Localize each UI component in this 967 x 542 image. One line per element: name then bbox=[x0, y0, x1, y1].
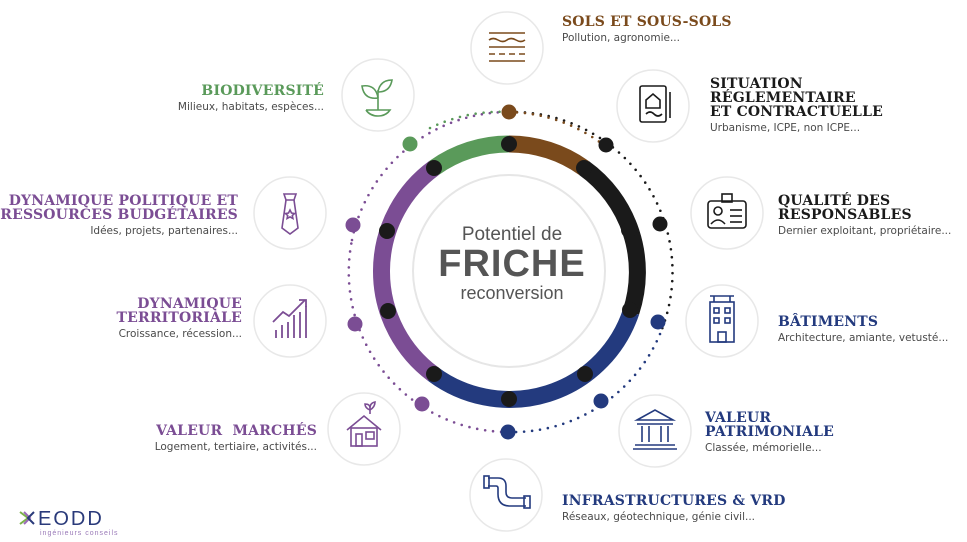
situation-title-3: ET CONTRACTUELLE bbox=[710, 104, 884, 120]
center-line2: FRICHE bbox=[438, 243, 586, 285]
tie-icon bbox=[281, 193, 299, 235]
batiments-subtitle: Architecture, amiante, vetusté... bbox=[778, 332, 949, 344]
logo-tagline: ingénieurs conseils bbox=[40, 530, 119, 537]
inner-ring-nodes bbox=[379, 136, 638, 407]
pipe-icon bbox=[483, 475, 531, 509]
politique-title-1: DYNAMIQUE POLITIQUE ET bbox=[8, 193, 238, 209]
growth-chart-icon bbox=[272, 299, 307, 338]
territoriale-subtitle: Croissance, récession... bbox=[118, 328, 242, 340]
infrastructures-title: INFRASTRUCTURES & VRD bbox=[562, 493, 786, 509]
center-line1: Potentiel de bbox=[461, 224, 563, 245]
center-title: Potentiel de FRICHE reconversion bbox=[420, 224, 604, 304]
qualite-subtitle: Dernier exploitant, propriétaire... bbox=[778, 225, 952, 237]
center-disc bbox=[412, 174, 606, 368]
label-infrastructures: INFRASTRUCTURES & VRD Réseaux, géotechni… bbox=[562, 494, 786, 523]
territoriale-title-1: DYNAMIQUE bbox=[137, 296, 242, 312]
sprout-icon bbox=[361, 79, 393, 117]
label-qualite: QUALITÉ DES RESPONSABLES Dernier exploit… bbox=[778, 194, 951, 237]
soil-layers-icon bbox=[488, 32, 526, 62]
id-badge-icon bbox=[707, 193, 747, 229]
label-politique: DYNAMIQUE POLITIQUE ET RESSOURCES BUDGÉT… bbox=[0, 194, 238, 237]
label-batiments: BÂTIMENTS Architecture, amiante, vetusté… bbox=[778, 315, 948, 344]
biodiversite-subtitle: Milieux, habitats, espèces... bbox=[177, 101, 324, 113]
situation-subtitle: Urbanisme, ICPE, non ICPE... bbox=[710, 122, 861, 134]
patrimoniale-title-1: VALEUR bbox=[705, 410, 772, 426]
patrimoniale-title-2: PATRIMONIALE bbox=[705, 424, 835, 440]
label-marches: VALEUR MARCHÉS Logement, tertiaire, acti… bbox=[155, 424, 317, 453]
patrimoniale-subtitle: Classée, mémorielle... bbox=[705, 442, 822, 454]
label-sols: SOLS ET SOUS-SOLS Pollution, agronomie..… bbox=[562, 15, 732, 44]
house-icon bbox=[346, 401, 382, 447]
label-situation: SITUATION RÉGLEMENTAIRE ET CONTRACTUELLE… bbox=[710, 77, 883, 134]
territoriale-title-2: TERRITORIALE bbox=[116, 310, 242, 326]
center-line3: reconversion bbox=[460, 283, 564, 303]
situation-title-1: SITUATION bbox=[710, 76, 803, 92]
qualite-title-1: QUALITÉ DES bbox=[778, 193, 891, 209]
label-biodiversite: BIODIVERSITÉ Milieux, habitats, espèces.… bbox=[178, 84, 324, 113]
biodiversite-title: BIODIVERSITÉ bbox=[201, 83, 324, 99]
politique-subtitle: Idées, projets, partenaires... bbox=[90, 225, 238, 237]
qualite-title-2: RESPONSABLES bbox=[778, 207, 912, 223]
eodd-logo-mark bbox=[19, 511, 35, 525]
marches-title: VALEUR MARCHÉS bbox=[156, 423, 317, 439]
label-territoriale: DYNAMIQUE TERRITORIALE Croissance, réces… bbox=[117, 297, 242, 340]
logo-brand: EODD bbox=[38, 508, 104, 530]
label-patrimoniale: VALEUR PATRIMONIALE Classée, mémorielle.… bbox=[705, 411, 834, 454]
politique-title-2: RESSOURCES BUDGÉTAIRES bbox=[0, 207, 238, 223]
building-icon bbox=[709, 295, 735, 343]
sols-subtitle: Pollution, agronomie... bbox=[562, 32, 680, 44]
situation-title-2: RÉGLEMENTAIRE bbox=[710, 90, 856, 106]
marches-subtitle: Logement, tertiaire, activités... bbox=[154, 441, 317, 453]
icon-circles bbox=[253, 11, 764, 532]
sols-title: SOLS ET SOUS-SOLS bbox=[562, 14, 732, 30]
batiments-title: BÂTIMENTS bbox=[778, 314, 879, 330]
monument-icon bbox=[633, 409, 677, 450]
outer-ring-nodes bbox=[345, 104, 668, 440]
infrastructures-subtitle: Réseaux, géotechnique, génie civil... bbox=[562, 511, 756, 523]
document-contract-icon bbox=[639, 85, 671, 123]
